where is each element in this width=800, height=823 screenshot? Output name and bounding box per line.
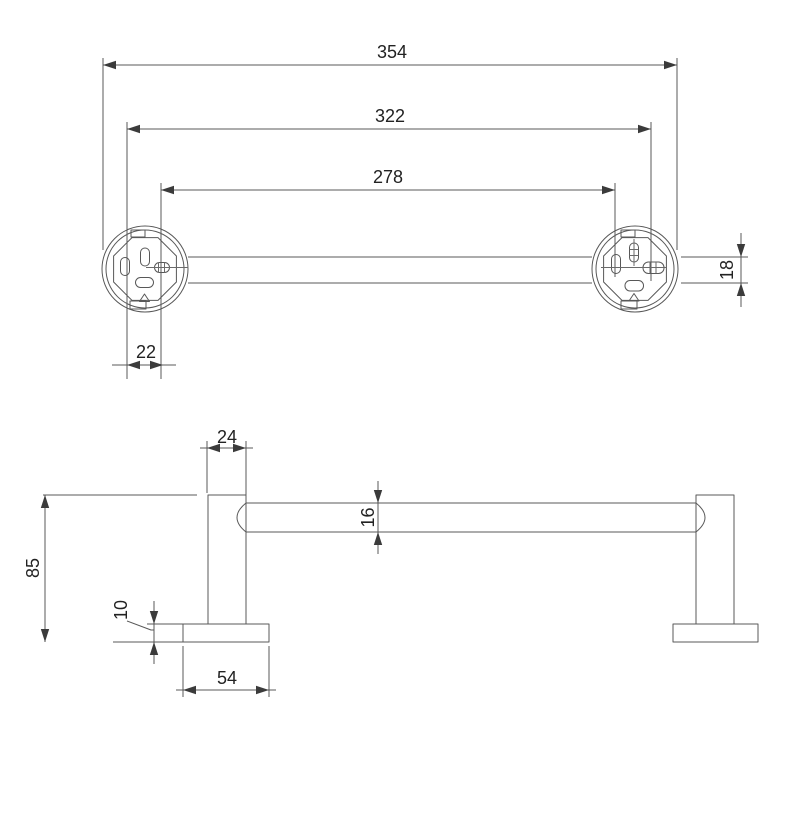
right-screw-slot [601, 261, 667, 274]
dim-hole-pair-offset-label: 22 [136, 342, 156, 362]
dim-base-thickness-label: 10 [111, 600, 131, 620]
dim-base-thickness: 10 [111, 600, 184, 664]
arrowhead [40, 495, 50, 508]
dim-post-width: 24 [200, 427, 253, 501]
arrowhead [149, 642, 159, 655]
bottom-slot [624, 280, 644, 292]
dim-overall-width: 354 [102, 42, 678, 250]
towel-bar-side [236, 502, 706, 533]
dim-outer-hole-span: 322 [126, 106, 652, 379]
dim-bar-diameter-label: 16 [358, 507, 378, 527]
top-tab [130, 229, 146, 238]
flange-inner-circle [595, 229, 675, 309]
screw-hatch [158, 262, 165, 273]
dim-bar-diameter: 16 [358, 481, 383, 554]
left-screw-slot [611, 254, 621, 274]
orientation-triangle [628, 293, 640, 302]
dim-outer-hole-span-label: 322 [375, 106, 405, 126]
arrowhead [736, 283, 746, 296]
arrowhead [207, 443, 220, 453]
towel-bar-front [188, 256, 592, 284]
right-wall-flange [591, 225, 679, 313]
top-slot [140, 247, 150, 267]
orientation-triangle [139, 293, 150, 302]
left-screw-slot [120, 257, 130, 276]
top-screw-slot [629, 239, 639, 266]
dim-inner-hole-span-label: 278 [373, 167, 403, 187]
arrowhead [373, 532, 383, 545]
top-tab [620, 229, 636, 238]
dim-base-width-label: 54 [217, 668, 237, 688]
bottom-tab [129, 300, 147, 310]
mount-plate-octagon [113, 237, 177, 301]
right-post [695, 494, 735, 625]
flange-outer-circle [591, 225, 679, 313]
arrowhead [638, 124, 651, 134]
dim-inner-hole-span: 278 [160, 167, 616, 379]
arrowhead [149, 611, 159, 624]
arrowhead [373, 490, 383, 503]
left-base-plate [182, 623, 270, 643]
arrowhead [40, 629, 50, 642]
dim-hole-pair-offset: 22 [112, 342, 176, 370]
left-fillet-arc [236, 502, 247, 533]
arrowhead [233, 443, 246, 453]
arrowhead [150, 360, 163, 370]
dim-overall-height-label: 85 [23, 558, 43, 578]
arrowhead [161, 185, 174, 195]
dim-flange-depth-label: 18 [717, 260, 737, 280]
screw-hatch [649, 262, 657, 274]
arrowhead [256, 685, 269, 695]
arrowhead [103, 60, 116, 70]
arrowhead [602, 185, 615, 195]
arrowhead [664, 60, 677, 70]
screw-hatch [629, 249, 639, 256]
dim-post-width-label: 24 [217, 427, 237, 447]
left-post [207, 494, 247, 625]
arrowhead [736, 244, 746, 257]
dim-overall-width-label: 354 [377, 42, 407, 62]
right-base-plate [672, 623, 759, 643]
flange-outer-circle [101, 225, 189, 313]
front-view: 354 322 278 22 [101, 42, 748, 379]
dim-flange-depth: 18 [681, 233, 748, 307]
arrowhead [183, 685, 196, 695]
flange-inner-circle [105, 229, 185, 309]
left-wall-flange [101, 225, 189, 313]
dim-overall-height: 85 [23, 494, 197, 643]
dim-base-width: 54 [176, 646, 276, 697]
arrowhead [127, 124, 140, 134]
mount-plate-octagon [603, 237, 667, 301]
leader-line [126, 620, 154, 631]
side-view: 24 16 85 10 [23, 427, 759, 697]
right-screw-slot [146, 262, 188, 273]
arrowhead [127, 360, 140, 370]
bottom-slot [135, 277, 154, 288]
right-fillet-arc [695, 502, 706, 533]
